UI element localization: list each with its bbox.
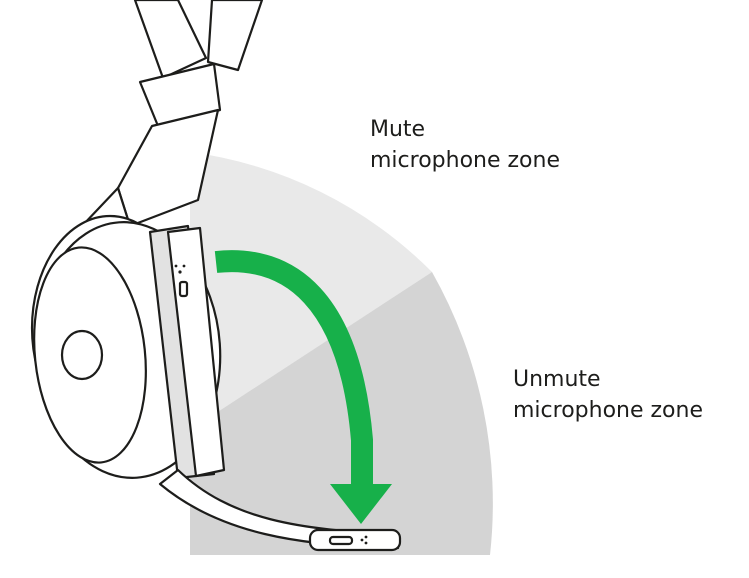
mute-zone-label-line2: microphone zone <box>370 148 560 173</box>
control-strip <box>148 224 226 480</box>
mic-led-icon <box>328 535 354 546</box>
mute-zone-label: Mute microphone zone <box>370 114 560 176</box>
unmute-zone-label-line2: microphone zone <box>513 398 703 423</box>
boom-arm-microphone <box>158 468 402 552</box>
ear-cup-button <box>60 329 104 381</box>
rotation-arrow-icon <box>214 250 392 524</box>
unmute-zone-label-line1: Unmute <box>513 367 601 392</box>
unmute-zone-label: Unmute microphone zone <box>513 364 703 426</box>
mute-zone-label-line1: Mute <box>370 117 426 142</box>
unmute-zone <box>190 272 493 555</box>
usb-port-icon <box>178 280 189 298</box>
